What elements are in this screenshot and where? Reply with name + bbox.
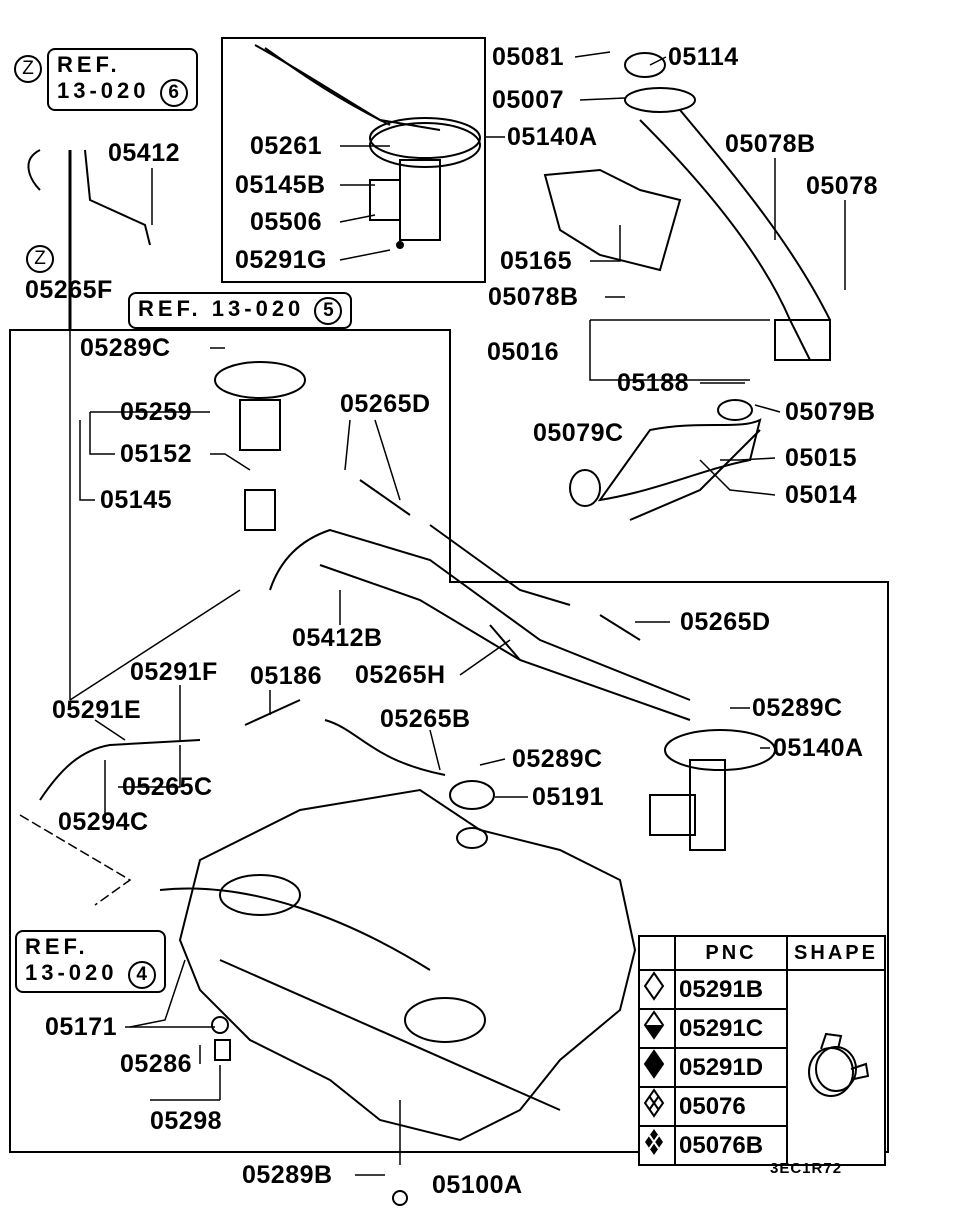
diamond-filled-icon — [638, 1047, 676, 1088]
ref-number: 6 — [159, 79, 188, 107]
part-label[interactable]: 05294C — [58, 808, 149, 836]
part-label[interactable]: 05506 — [250, 208, 323, 236]
part-label[interactable]: 05145B — [235, 171, 326, 199]
part-label[interactable]: 05259 — [120, 398, 193, 426]
part-label[interactable]: 05265B — [380, 705, 471, 733]
ref-line2: 13-020 6 — [57, 78, 188, 107]
legend-header-row: PNC SHAPE — [638, 935, 886, 971]
ref-line1: REF. — [57, 52, 121, 77]
part-label[interactable]: 05014 — [785, 481, 858, 509]
ref-13-020-4[interactable]: REF. 13-020 4 — [15, 930, 166, 993]
legend-pnc: 05076B — [674, 1125, 788, 1166]
tank-assembly-frame — [9, 329, 889, 1153]
pump-inset-frame — [221, 37, 486, 283]
part-label[interactable]: 05289C — [80, 334, 171, 362]
part-label[interactable]: 05140A — [507, 123, 598, 151]
part-label[interactable]: 05412B — [292, 624, 383, 652]
z-marker-label: Z — [14, 55, 42, 83]
leader-lines — [19, 51, 846, 1176]
ref-number: 5 — [314, 297, 343, 325]
part-label[interactable]: 05100A — [432, 1171, 523, 1199]
part-label[interactable]: 05145 — [100, 486, 173, 514]
part-label[interactable]: 05152 — [120, 440, 193, 468]
part-label[interactable]: 05015 — [785, 444, 858, 472]
part-label[interactable]: 05079C — [533, 419, 624, 447]
part-label[interactable]: 05140A — [773, 734, 864, 762]
part-label[interactable]: 05186 — [250, 662, 323, 690]
part-label[interactable]: 05191 — [532, 783, 605, 811]
z-marker-label: Z — [26, 245, 54, 273]
part-label[interactable]: 05265D — [340, 390, 431, 418]
legend-symbol-header — [638, 935, 676, 971]
figure-code: 3EC1R72 — [770, 1160, 843, 1177]
legend-row: 05291C — [638, 1008, 885, 1049]
part-label[interactable]: 05079B — [785, 398, 876, 426]
ref-13-020-5[interactable]: REF. 13-020 5 — [128, 292, 353, 329]
legend-row: 05076 — [638, 1086, 885, 1127]
part-label[interactable]: 05188 — [617, 369, 690, 397]
diamond-quad-filled-icon — [638, 1125, 676, 1166]
part-label[interactable]: 05265F — [25, 276, 113, 304]
diamond-quad-open-icon — [638, 1086, 676, 1127]
ref-page: 13-020 — [57, 78, 150, 103]
ref-line1: REF. — [25, 934, 89, 959]
ref-number: 4 — [127, 961, 156, 989]
legend-row: 05291D — [638, 1047, 885, 1088]
part-label[interactable]: 05265C — [122, 773, 213, 801]
part-label[interactable]: 05298 — [150, 1107, 223, 1135]
part-label[interactable]: 05291G — [235, 246, 327, 274]
z-marker-bottom: Z — [26, 245, 54, 273]
part-label[interactable]: 05078 — [806, 172, 879, 200]
legend-pnc: 05291B — [674, 969, 788, 1010]
ref-page: 13-020 — [25, 960, 118, 985]
part-label[interactable]: 05289C — [752, 694, 843, 722]
part-label[interactable]: 05265D — [680, 608, 771, 636]
clamp-legend-table: PNC SHAPE 05291B 05291C 05291D 05076 050… — [638, 935, 886, 1166]
part-label[interactable]: 05165 — [500, 247, 573, 275]
fuel-lines-drawing — [27, 149, 776, 851]
part-label[interactable]: 05412 — [108, 139, 181, 167]
part-label[interactable]: 05016 — [487, 338, 560, 366]
part-label[interactable]: 05114 — [668, 43, 739, 71]
part-label[interactable]: 05291E — [52, 696, 142, 724]
fuel-tank-drawing — [159, 788, 637, 1206]
part-label[interactable]: 05078B — [725, 130, 816, 158]
legend-pnc-header: PNC — [674, 935, 788, 971]
part-label[interactable]: 05261 — [250, 132, 323, 160]
fuel-pump-module-drawing — [254, 44, 481, 249]
part-label[interactable]: 05078B — [488, 283, 579, 311]
ref-13-020-6[interactable]: REF. 13-020 6 — [47, 48, 198, 111]
ref-line2: 13-020 4 — [25, 960, 156, 989]
part-label[interactable]: 05286 — [120, 1050, 193, 1078]
part-label[interactable]: 05265H — [355, 661, 446, 689]
clamp-shape-icon — [786, 969, 886, 1166]
filler-neck-drawing — [543, 52, 831, 521]
diamond-half-icon — [638, 1008, 676, 1049]
part-label[interactable]: 05289B — [242, 1161, 333, 1189]
legend-pnc: 05076 — [674, 1086, 788, 1127]
diamond-open-icon — [638, 969, 676, 1010]
part-label[interactable]: 05289C — [512, 745, 603, 773]
legend-pnc: 05291C — [674, 1008, 788, 1049]
part-label[interactable]: 05171 — [45, 1013, 118, 1041]
part-label[interactable]: 05007 — [492, 86, 565, 114]
part-label[interactable]: 05081 — [492, 43, 565, 71]
part-label[interactable]: 05291F — [130, 658, 218, 686]
legend-row: 05291B — [638, 969, 886, 1166]
z-marker-top: Z — [14, 55, 42, 83]
ref-text: REF. 13-020 — [138, 296, 305, 321]
legend-pnc: 05291D — [674, 1047, 788, 1088]
legend-row: 05076B — [638, 1125, 885, 1166]
legend-shape-header: SHAPE — [786, 935, 886, 971]
